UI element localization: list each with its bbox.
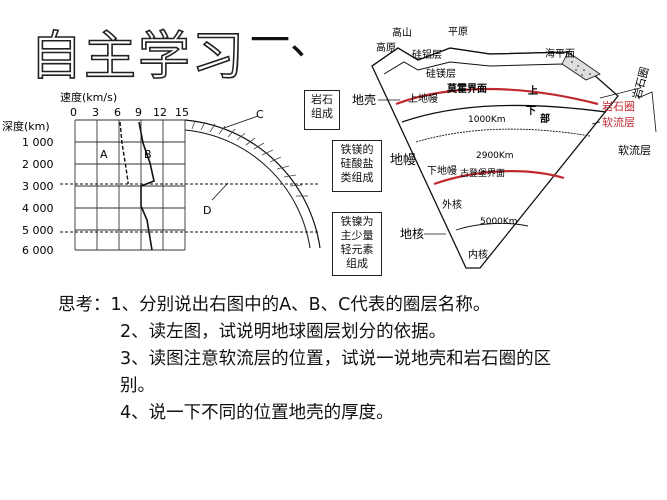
label-mantle: 地幔: [390, 153, 416, 168]
label-5000km: 5000Km: [480, 217, 518, 227]
label-lithosphere-side: 岩石圈: [629, 65, 651, 100]
core-composition-text: 铁镍为主少量轻元素组成: [340, 215, 374, 270]
x-tick-6: 6: [114, 106, 121, 119]
label-inner-core: 内核: [468, 248, 488, 261]
wave-a-curve: [119, 121, 129, 184]
crust-composition-text: 岩石组成: [311, 93, 333, 120]
question-2: 2、读左图，试说明地球圈层划分的依据。: [120, 322, 447, 342]
label-moho: 莫霍界面: [446, 82, 487, 95]
mantle-composition-box: 铁镁的硅酸盐类组成: [332, 140, 382, 192]
x-tick-0: 0: [70, 106, 77, 119]
label-upper: 上: [528, 84, 538, 97]
label-si-al-1: 硅铝层: [412, 48, 442, 61]
label-gutenberg: 古登堡界面: [460, 167, 505, 179]
label-lithosphere: 岩石圈: [602, 99, 635, 113]
label-asthenosphere-side: 软流层: [618, 143, 651, 157]
gutenberg-line: [433, 170, 565, 186]
label-2900km: 2900Km: [476, 151, 514, 161]
x-tick-3: 3: [92, 106, 99, 119]
label-crust: 地壳: [352, 93, 376, 107]
y-tick-4000: 4 000: [22, 202, 54, 215]
label-plain: 平原: [448, 26, 468, 38]
label-mountain: 高山: [392, 26, 412, 39]
speed-grid: [74, 119, 186, 251]
questions-block: 思考：1、分别说出右图中的A、B、C代表的圈层名称。 2、读左图，试说明地球圈层…: [58, 292, 578, 427]
label-c-pointer: [223, 115, 259, 129]
x-tick-12: 12: [153, 106, 167, 119]
label-sea-level: 海平面: [545, 47, 575, 60]
label-core: 地核: [400, 227, 424, 241]
core-composition-box: 铁镍为主少量轻元素组成: [332, 212, 382, 276]
earth-outer-arc: [184, 119, 321, 249]
question-3: 3、读图注意软流层的位置，试说一说地壳和岩石圈的区别。: [120, 349, 552, 396]
label-1000km: 1000Km: [468, 115, 506, 125]
wave-b-curve: [138, 121, 155, 251]
moho-line: [395, 87, 599, 106]
label-si-mg: 硅镁层: [426, 67, 456, 80]
velocity-axis-title: 速度(km/s): [60, 90, 117, 104]
depth-axis-title: 深度(km): [2, 119, 50, 133]
label-b: B: [144, 148, 152, 161]
crust-composition-box: 岩石组成: [304, 90, 340, 130]
title-text: 自主学习: [29, 26, 247, 88]
ocean-dots: [571, 61, 591, 76]
label-asthenosphere: 软流层: [602, 115, 635, 129]
ocean-layer: [561, 51, 601, 81]
seismic-wave-diagram: 速度(km/s) 0 3 6 9 12 15 深度(km) 1 000 2 00…: [2, 90, 321, 257]
label-lower-mantle: 下地幔: [427, 164, 457, 177]
x-tick-15: 15: [175, 106, 189, 119]
label-d-pointer: [211, 182, 229, 201]
earth-structure-diagram: 高山 平原 高原 海平面 硅铝层 硅镁层 莫霍界面 上 下 部 1000Km 2…: [352, 26, 657, 269]
mantle-composition-text: 铁镁的硅酸盐类组成: [340, 143, 374, 184]
question-4: 4、说一下不同的位置地壳的厚度。: [120, 403, 394, 423]
label-a: A: [100, 148, 108, 161]
label-mantle-part: 部: [540, 112, 550, 125]
y-tick-5000: 5 000: [22, 224, 54, 237]
y-tick-6000: 6 000: [22, 244, 54, 257]
label-lower: 下: [526, 105, 536, 117]
label-upper-mantle: 上地幔: [408, 92, 438, 105]
label-plateau: 高原: [376, 41, 396, 54]
label-outer-core: 外核: [442, 198, 462, 211]
label-c: C: [256, 108, 264, 121]
crust-hatching: [191, 120, 308, 197]
x-tick-9: 9: [135, 106, 142, 119]
section-heading: 一、: [250, 18, 330, 64]
y-tick-2000: 2 000: [22, 158, 54, 171]
y-tick-3000: 3 000: [22, 180, 54, 193]
y-tick-1000: 1 000: [22, 136, 54, 149]
question-1: 思考：1、分别说出右图中的A、B、C代表的圈层名称。: [58, 295, 491, 315]
label-d: D: [203, 204, 211, 217]
earth-crust-arc: [184, 129, 311, 249]
